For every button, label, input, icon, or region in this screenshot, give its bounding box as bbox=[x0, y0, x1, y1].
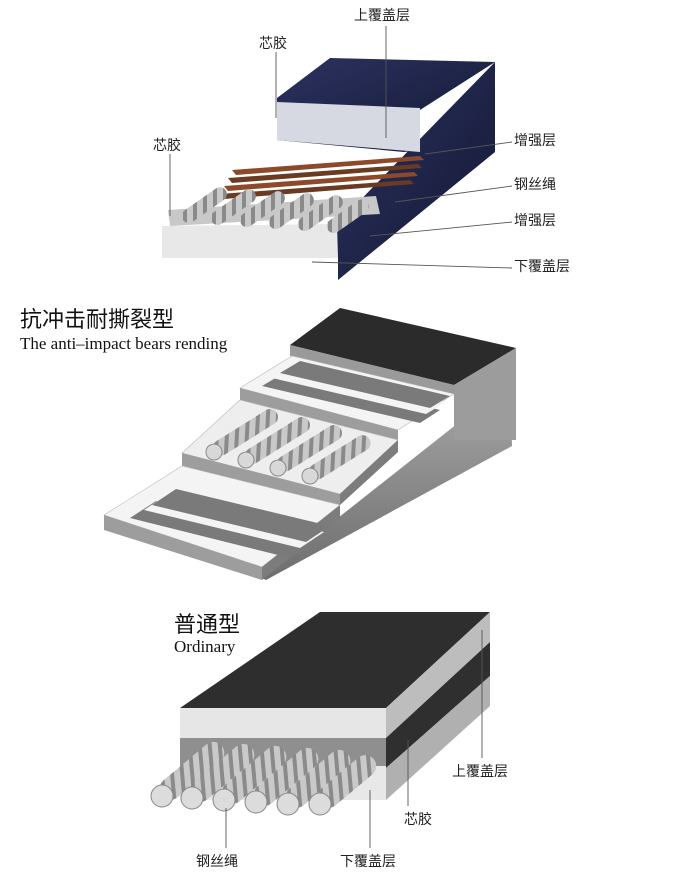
d3-label-core-rubber: 芯胶 bbox=[404, 811, 432, 828]
diagram-3-ordinary-belt: 普通型 Ordinary 上覆盖层 芯胶 钢丝绳 下覆 bbox=[150, 612, 508, 870]
d2-middle-side bbox=[340, 440, 398, 505]
d2-upper-step-front bbox=[240, 388, 398, 440]
d3-steel-cords bbox=[150, 741, 377, 816]
d2-middle-step-front bbox=[182, 453, 340, 505]
d3-label-top-cover: 上覆盖层 bbox=[452, 764, 508, 780]
d2-cord bbox=[301, 435, 371, 485]
d1-label-reinforce-top: 增强层 bbox=[514, 133, 556, 149]
diagram-1-steel-cord-belt: 上覆盖层 芯胶 芯胶 增强层 钢丝绳 增强层 下覆盖层 bbox=[153, 8, 570, 280]
d2-steel-cords bbox=[205, 409, 371, 485]
d3-cord bbox=[180, 743, 255, 810]
d3-label-bottom-cover: 下覆盖层 bbox=[340, 854, 396, 870]
d1-top-face bbox=[277, 102, 420, 152]
d3-cord bbox=[150, 741, 225, 808]
d1-cord bbox=[210, 189, 256, 225]
d3-label-steel-cord: 钢丝绳 bbox=[196, 854, 238, 870]
d1-label-bottom-cover: 下覆盖层 bbox=[514, 259, 570, 275]
d2-cord bbox=[269, 425, 342, 477]
d3-top-cover-front bbox=[180, 708, 386, 738]
d1-cord bbox=[239, 191, 285, 227]
d1-side-body bbox=[337, 62, 495, 280]
d3-cord bbox=[244, 747, 319, 814]
d3-side-core bbox=[386, 642, 490, 768]
d1-leader-lines bbox=[169, 26, 513, 269]
d3-side-bottom bbox=[386, 676, 490, 800]
d1-cord bbox=[326, 199, 369, 233]
d2-right-wall bbox=[454, 348, 516, 440]
d2-title-cn: 抗冲击耐撕裂型 bbox=[20, 308, 174, 333]
d2-top-dark-front bbox=[290, 345, 454, 394]
d3-leader-lines bbox=[225, 630, 483, 848]
d1-steel-cords bbox=[181, 187, 369, 233]
d1-reinforce-strips bbox=[220, 156, 424, 199]
d2-title-en: The anti–impact bears rending bbox=[20, 334, 228, 353]
d1-label-core-rubber-a: 芯胶 bbox=[259, 35, 287, 52]
d2-cord bbox=[237, 417, 310, 469]
d3-cord bbox=[276, 749, 351, 816]
d3-title-en: Ordinary bbox=[174, 637, 236, 656]
d2-side-body bbox=[262, 382, 512, 580]
d3-cord bbox=[308, 755, 377, 816]
d3-side-top bbox=[386, 612, 490, 738]
d2-cord bbox=[205, 409, 278, 461]
d2-lower-step-front bbox=[104, 515, 262, 580]
diagram-2-anti-impact-belt: 抗冲击耐撕裂型 The anti–impact bears rending bbox=[20, 308, 516, 580]
d2-top-dark bbox=[290, 308, 516, 385]
d1-cord bbox=[181, 187, 227, 223]
d3-top-surface bbox=[180, 612, 490, 708]
d1-label-core-rubber-b: 芯胶 bbox=[153, 137, 181, 154]
d1-cord bbox=[297, 195, 343, 231]
d1-label-reinforce-bottom: 增强层 bbox=[514, 213, 556, 229]
d1-bottom-cover bbox=[162, 224, 338, 258]
d2-upper-stripes bbox=[262, 361, 450, 423]
d2-lower-stripes bbox=[130, 489, 330, 558]
d3-title-cn: 普通型 bbox=[174, 613, 240, 638]
d1-cord bbox=[268, 193, 314, 229]
d1-label-top-cover: 上覆盖层 bbox=[354, 8, 410, 24]
d1-label-steel-cord: 钢丝绳 bbox=[514, 177, 556, 193]
d3-cord bbox=[212, 745, 287, 812]
